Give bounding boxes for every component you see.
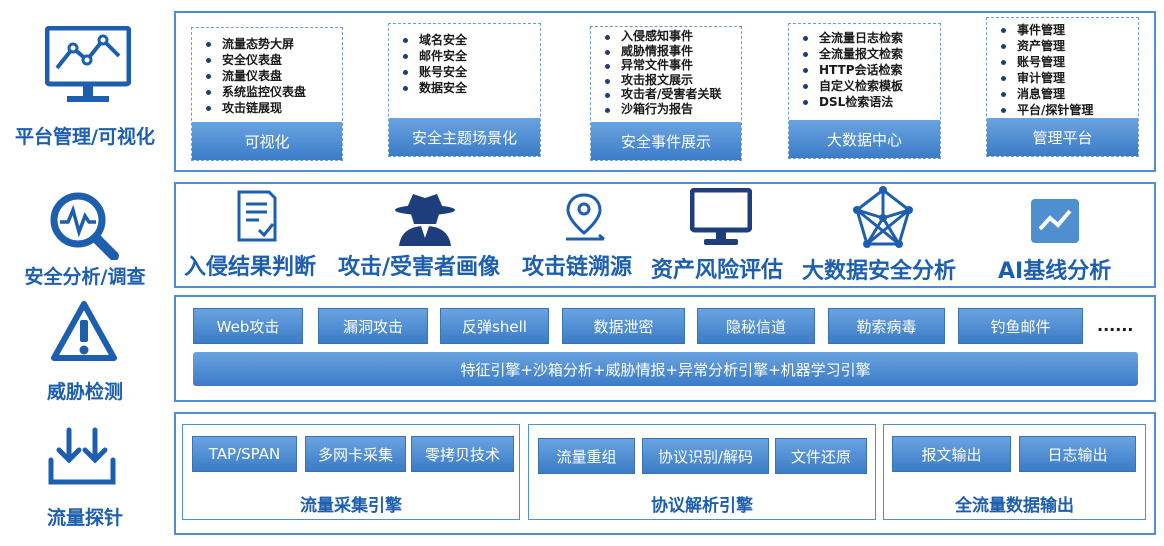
list-item[interactable]: 攻击者/受害者关联	[605, 87, 741, 102]
tap-span-button[interactable]: TAP/SPAN	[192, 436, 297, 472]
parsing-engine-title: 协议解析引擎	[651, 496, 753, 516]
list-item[interactable]: 审计管理	[1001, 70, 1138, 86]
probe-group-parsing: 协议解析引擎	[528, 424, 876, 520]
detect-covert-channel-button[interactable]: 隐秘信道	[697, 308, 815, 344]
list-item[interactable]: 账号安全	[403, 64, 540, 80]
analysis-item-intrusion[interactable]: 入侵结果判断	[184, 255, 317, 280]
list-item[interactable]: HTTP会话检索	[803, 62, 940, 78]
detect-web-attack-button[interactable]: Web攻击	[193, 308, 303, 344]
analysis-frame	[174, 182, 1156, 288]
platform-card-scenarios: 域名安全 邮件安全 账号安全 数据安全 安全主题场景化	[388, 23, 541, 157]
list-item[interactable]: 账号管理	[1001, 54, 1138, 70]
monitor-icon	[689, 187, 753, 250]
list-item[interactable]: 邮件安全	[403, 48, 540, 64]
detect-data-leak-button[interactable]: 数据泄密	[562, 308, 685, 344]
network-graph-icon	[851, 186, 915, 254]
analysis-item-ai-baseline[interactable]: AI基线分析	[998, 259, 1112, 284]
platform-card-bigdata: 全流量日志检索 全流量报文检索 HTTP会话检索 自定义检索模板 DSL检索语法…	[788, 23, 941, 159]
log-output-button[interactable]: 日志输出	[1019, 436, 1136, 472]
download-tray-icon	[47, 426, 117, 492]
list-item[interactable]: 全流量报文检索	[803, 46, 940, 62]
list-item[interactable]: 资产管理	[1001, 38, 1138, 54]
platform-card-management: 事件管理 资产管理 账号管理 审计管理 消息管理 平台/探针管理 管理平台	[986, 17, 1139, 157]
list-item[interactable]: 全流量日志检索	[803, 30, 940, 46]
visualization-button[interactable]: 可视化	[192, 122, 342, 160]
analysis-item-asset-risk[interactable]: 资产风险评估	[651, 258, 784, 283]
list-item[interactable]: 入侵感知事件	[605, 29, 741, 44]
collection-engine-title: 流量采集引擎	[300, 496, 402, 516]
detect-ransomware-button[interactable]: 勒索病毒	[828, 308, 945, 344]
analysis-item-traceback[interactable]: 攻击链溯源	[522, 255, 633, 280]
more-indicator: ......	[1097, 316, 1134, 335]
list-item[interactable]: 沙箱行为报告	[605, 102, 741, 117]
dashboard-chart-icon	[44, 25, 132, 110]
bigdata-center-button[interactable]: 大数据中心	[789, 120, 940, 158]
detect-vuln-attack-button[interactable]: 漏洞攻击	[318, 308, 428, 344]
list-item[interactable]: 平台/探针管理	[1001, 102, 1138, 118]
security-events-button[interactable]: 安全事件展示	[591, 122, 741, 160]
trend-chart-icon	[1031, 199, 1079, 247]
probe-group-output: 全流量数据输出	[883, 424, 1146, 520]
list-item[interactable]: 攻击链展现	[206, 100, 342, 116]
warning-triangle-icon	[50, 300, 118, 366]
list-item[interactable]: 数据安全	[403, 80, 540, 96]
analysis-item-bigdata[interactable]: 大数据安全分析	[802, 259, 957, 284]
detect-phishing-button[interactable]: 钓鱼邮件	[958, 308, 1083, 344]
magnifier-pulse-icon	[48, 190, 120, 264]
layer-label-probe: 流量探针	[46, 507, 123, 529]
list-item[interactable]: 消息管理	[1001, 86, 1138, 102]
document-check-icon	[235, 190, 279, 246]
location-trace-icon	[564, 193, 610, 247]
spy-icon	[393, 190, 457, 250]
list-item[interactable]: 攻击报文展示	[605, 73, 741, 88]
packet-output-button[interactable]: 报文输出	[892, 436, 1011, 472]
layer-label-analysis: 安全分析/调查	[24, 266, 146, 288]
zero-copy-button[interactable]: 零拷贝技术	[411, 436, 514, 472]
list-item[interactable]: 流量态势大屏	[206, 36, 342, 52]
list-item[interactable]: 异常文件事件	[605, 58, 741, 73]
detect-reverse-shell-button[interactable]: 反弹shell	[440, 308, 549, 344]
data-output-title: 全流量数据输出	[955, 496, 1074, 516]
detection-engine-bar[interactable]: 特征引擎+沙箱分析+威胁情报+异常分析引擎+机器学习引擎	[193, 352, 1138, 386]
security-scenarios-button[interactable]: 安全主题场景化	[389, 118, 540, 156]
list-item[interactable]: 安全仪表盘	[206, 52, 342, 68]
list-item[interactable]: 流量仪表盘	[206, 68, 342, 84]
platform-card-events: 入侵感知事件 威胁情报事件 异常文件事件 攻击报文展示 攻击者/受害者关联 沙箱…	[590, 26, 742, 161]
list-item[interactable]: 事件管理	[1001, 22, 1138, 38]
list-item[interactable]: 自定义检索模板	[803, 78, 940, 94]
analysis-item-profile[interactable]: 攻击/受害者画像	[338, 255, 501, 280]
layer-label-detection: 威胁检测	[46, 381, 123, 403]
flow-reassembly-button[interactable]: 流量重组	[538, 438, 635, 474]
list-item[interactable]: 系统监控仪表盘	[206, 84, 342, 100]
management-platform-button[interactable]: 管理平台	[987, 118, 1138, 156]
layer-label-platform: 平台管理/可视化	[15, 126, 155, 148]
list-item[interactable]: 域名安全	[403, 32, 540, 48]
file-restore-button[interactable]: 文件还原	[775, 438, 867, 474]
probe-group-collection: 流量采集引擎	[182, 424, 520, 520]
list-item[interactable]: DSL检索语法	[803, 94, 940, 110]
multi-nic-button[interactable]: 多网卡采集	[305, 436, 406, 472]
list-item[interactable]: 威胁情报事件	[605, 44, 741, 59]
protocol-decode-button[interactable]: 协议识别/解码	[642, 438, 769, 474]
platform-card-visualization: 流量态势大屏 安全仪表盘 流量仪表盘 系统监控仪表盘 攻击链展现 可视化	[191, 27, 343, 161]
